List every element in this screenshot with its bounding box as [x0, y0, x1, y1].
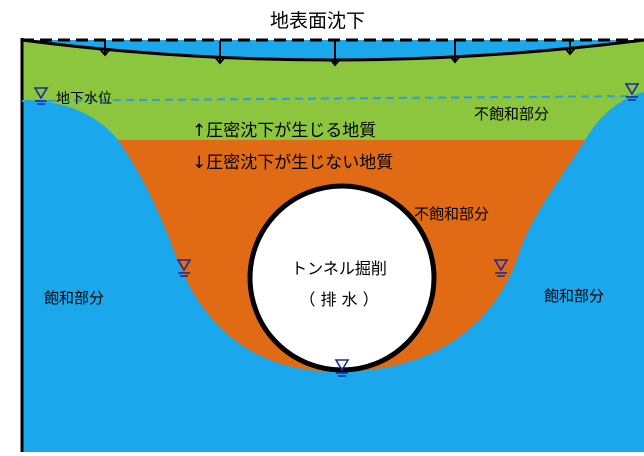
- non-consolidation-layer-label: ↓圧密沈下が生じない地質: [192, 153, 394, 173]
- saturated-label-right: 飽和部分: [544, 287, 605, 305]
- settlement-arrow-icon: [99, 41, 111, 57]
- water-level-marker-icon: [176, 259, 192, 277]
- settlement-arrow-icon: [449, 41, 461, 64]
- water-level-marker-icon: [33, 87, 49, 105]
- water-level-marker-icon: [493, 259, 509, 277]
- clay-layer: [22, 40, 644, 140]
- groundwater-level-label: 地下水位: [56, 91, 112, 107]
- water-level-marker-icon: [334, 359, 350, 377]
- tunnel-excavation-label: トンネル掘削: [291, 259, 387, 278]
- unsaturated-label-top: 不飽和部分: [474, 105, 550, 123]
- drainage-label: （ 排 水 ）: [299, 290, 379, 309]
- water-level-marker-icon: [624, 83, 640, 101]
- settlement-arrow-icon: [564, 41, 576, 56]
- water-level-markers: [33, 83, 640, 377]
- unsaturated-label-mid: 不飽和部分: [414, 205, 490, 223]
- settlement-arrow-icon: [329, 41, 341, 67]
- settlement-arrows: [99, 41, 576, 67]
- surface-settlement-title: 地表面沈下: [270, 10, 366, 32]
- settlement-arrow-icon: [214, 41, 226, 65]
- saturated-label-left: 飽和部分: [44, 289, 105, 307]
- consolidation-layer-label: ↑圧密沈下が生じる地質: [192, 121, 377, 141]
